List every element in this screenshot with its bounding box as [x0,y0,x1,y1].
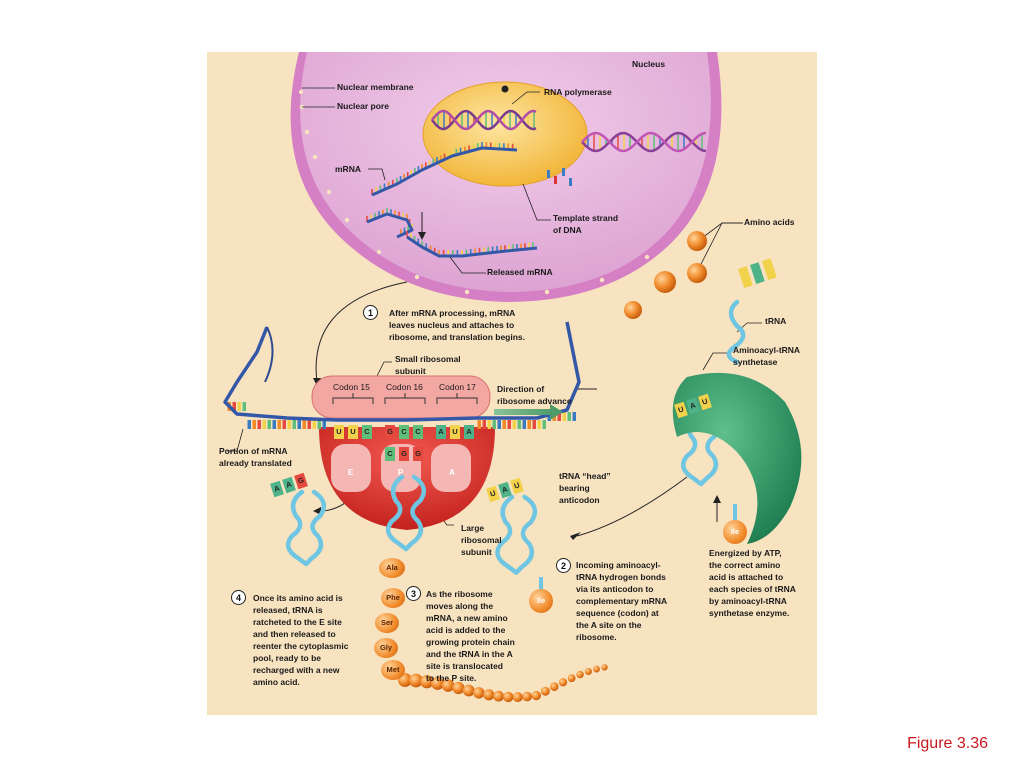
figure-panel: Nucleus Nuclear membrane Nuclear pore RN… [207,52,817,715]
p-site-label: P [398,468,404,477]
mrna-base: U [450,425,460,439]
mrna-base: C [399,425,409,439]
nuclear-pore-label: Nuclear pore [337,101,389,111]
direction-label: Direction of ribosome advance [497,384,572,406]
nucleus-label: Nucleus [632,59,666,69]
dna-double-helix [431,109,707,153]
energized-label: Energized by ATP, the correct amino acid… [709,548,796,618]
step-3-number: 3 [406,586,421,601]
amino-acids-label: Amino acids [744,217,795,227]
ribosome-sites [331,444,471,492]
translation-diagram [223,52,802,703]
e-site-label: E [348,468,354,477]
step-2-text: Incoming aminoacyl- tRNA hydrogen bonds … [576,560,668,642]
growing-peptide-tail [398,664,608,703]
step-1-number: 1 [363,305,378,320]
nuclear-membrane-label: Nuclear membrane [337,82,414,92]
mrna-base: U [348,425,358,439]
template-strand-label: Template strand of DNA [553,213,619,235]
step-2-number: 2 [556,558,571,573]
p-anticodon-base: G [413,447,423,461]
trna-head-label: tRNA “head” bearing anticodon [559,471,611,505]
mrna-base: U [334,425,344,439]
small-subunit-label: Small ribosomal subunit [395,354,461,376]
p-anticodon-base: C [385,447,395,461]
rna-polymerase-label: RNA polymerase [544,87,612,97]
mrna-base: C [413,425,423,439]
synthetase-amino-acid-ile: Ile [723,520,747,544]
portion-translated-label: Portion of mRNA already translated [219,446,292,468]
polymerase-marker [501,85,509,93]
synthetase-label: Aminoacyl-tRNA synthetase [733,345,801,367]
free-amino-acids [624,231,707,319]
free-nucleotides [547,168,572,186]
codon-brackets [332,393,478,404]
step-4-text: Once its amino acid is released, tRNA is… [253,593,349,687]
step-4-number: 4 [231,590,246,605]
codon-16-label: Codon 16 [386,382,423,392]
codon-17-label: Codon 17 [439,382,476,392]
released-mrna-label: Released mRNA [487,267,553,277]
codon-15-label: Codon 15 [333,382,370,392]
mrna-base: A [436,425,446,439]
mrna-label: mRNA [335,164,361,174]
rna-polymerase [422,81,588,187]
direction-arrow [494,404,563,420]
incoming-amino-acid-ile: Ile [529,589,553,613]
mrna-base: C [362,425,372,439]
mrna-in-nucleus [366,142,538,258]
p-anticodon-base: G [399,447,409,461]
mrna-base: A [464,425,474,439]
figure-number: Figure 3.36 [907,735,988,752]
amino-acid-gly: Gly [374,638,398,658]
large-subunit-label: Large ribosomal subunit [461,523,502,557]
step-3-text: As the ribosome moves along the mRNA, a … [426,589,515,683]
a-site-label: A [449,468,455,477]
step-1-text: After mRNA processing, mRNA leaves nucle… [389,308,526,342]
mrna-base: G [385,425,395,439]
mrna-strand [223,321,581,429]
amino-acid-phe: Phe [381,588,405,608]
ribosome [311,375,495,530]
small-ribosomal-subunit [311,375,491,419]
aminoacyl-trna-synthetase [672,372,802,544]
amino-acid-ala: Ala [379,558,405,578]
trna-label: tRNA [765,316,787,326]
amino-acid-ser: Ser [375,613,399,633]
amino-acid-met: Met [381,660,405,680]
